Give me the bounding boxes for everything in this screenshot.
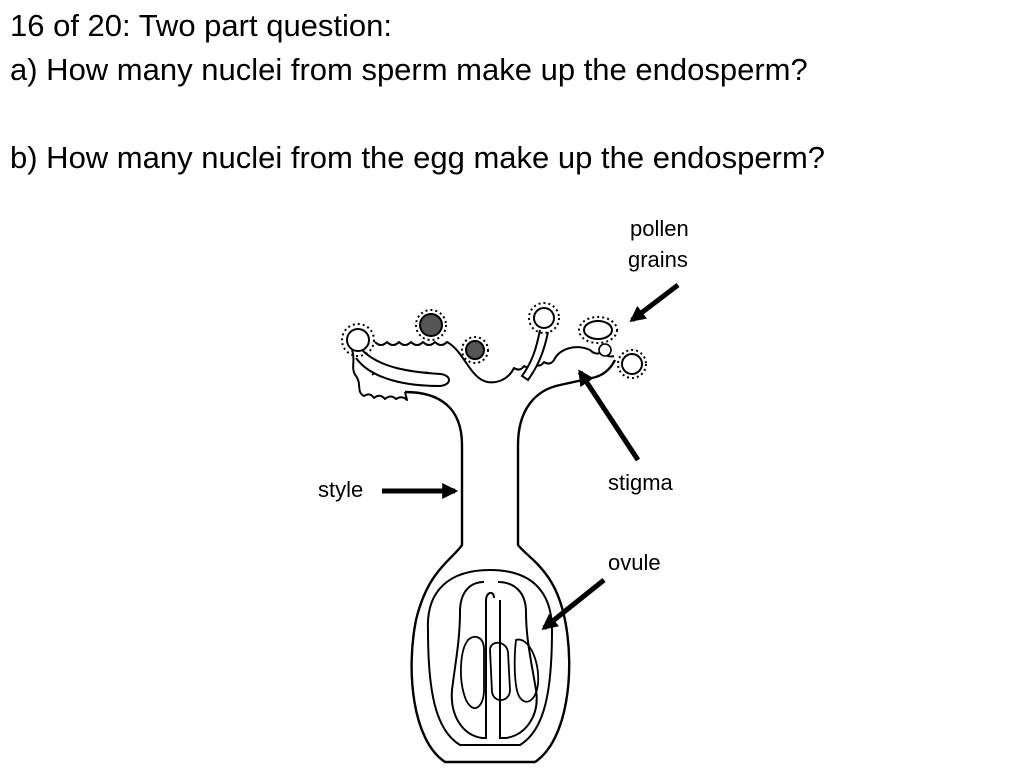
pollen-grain-6 [617, 349, 647, 379]
pollen-tube-left-icon [355, 349, 450, 388]
embryo-sac-left-icon [460, 635, 485, 709]
ovule-right-icon [497, 581, 538, 739]
question-text: 16 of 20: Two part question: a) How many… [10, 4, 1010, 180]
label-ovule: ovule [608, 550, 661, 575]
arrow-pollen-grains [629, 283, 680, 322]
label-pollen-line1: pollen [630, 216, 689, 241]
pistil-outline-icon [404, 359, 617, 764]
question-header: 16 of 20: Two part question: [10, 8, 393, 43]
pollen-grain-4 [528, 302, 560, 334]
pollen-tube-right-icon [520, 329, 549, 382]
pollen-grain-7 [598, 343, 612, 357]
pollen-grain-3 [461, 336, 489, 364]
label-stigma: stigma [608, 470, 674, 495]
ovule-left-icon [450, 581, 495, 739]
pollen-grain-2 [415, 309, 447, 341]
pollen-grain-1 [341, 323, 375, 357]
embryo-sac-right-icon [513, 638, 540, 703]
ovary-chamber-icon [426, 568, 554, 746]
arrow-ovule [541, 578, 606, 630]
question-part-a: a) How many nuclei from sperm make up th… [10, 52, 808, 87]
pollen-grain-5 [578, 316, 618, 344]
label-style: style [318, 477, 363, 502]
stigma-surface-icon [351, 341, 615, 401]
arrow-stigma [577, 369, 641, 462]
question-part-b: b) How many nuclei from the egg make up … [10, 140, 826, 175]
embryo-sac-center-icon [489, 641, 511, 701]
label-pollen-line2: grains [628, 247, 688, 272]
